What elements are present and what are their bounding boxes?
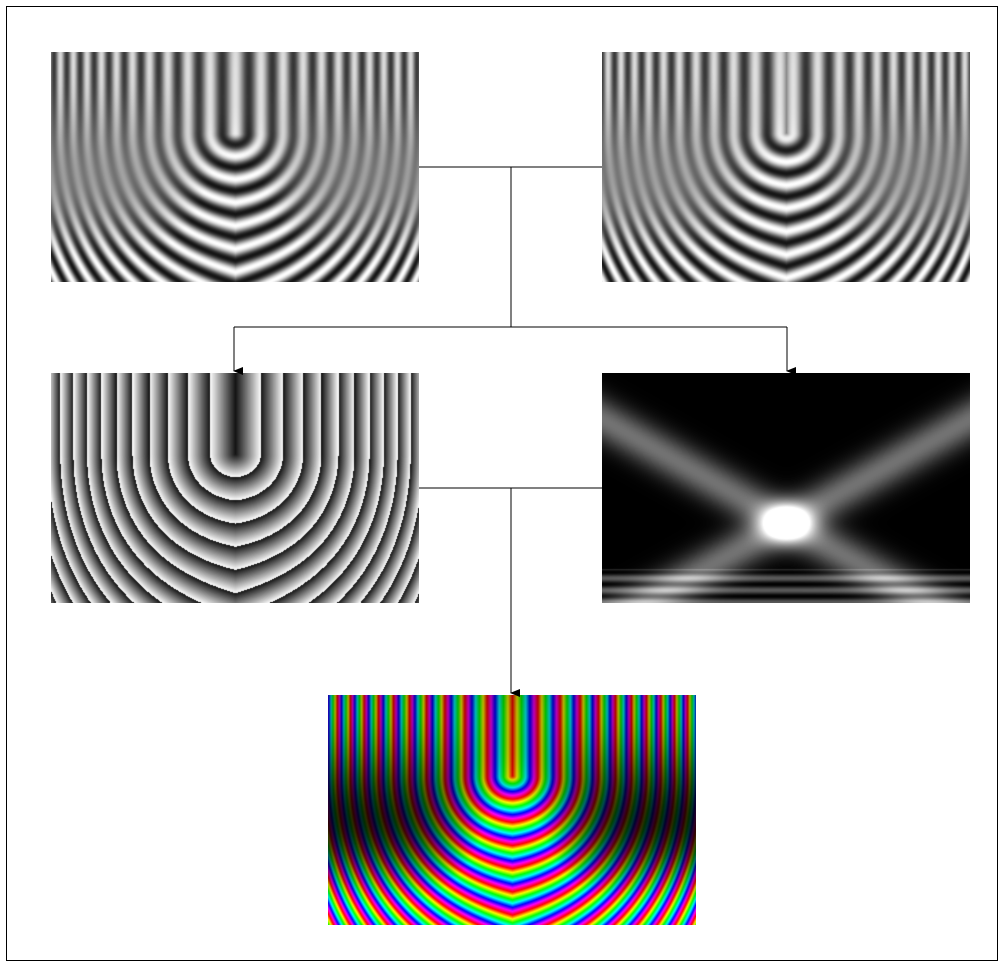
magnitude-canvas [602,373,970,603]
imaginary-part-canvas [602,52,970,282]
combined-color-canvas [328,695,696,925]
real-part-canvas [51,52,419,282]
combined-color-image [328,695,696,925]
phase-canvas [51,373,419,603]
imaginary-part-image [602,52,970,282]
magnitude-image [602,373,970,603]
real-part-image [51,52,419,282]
phase-image [51,373,419,603]
